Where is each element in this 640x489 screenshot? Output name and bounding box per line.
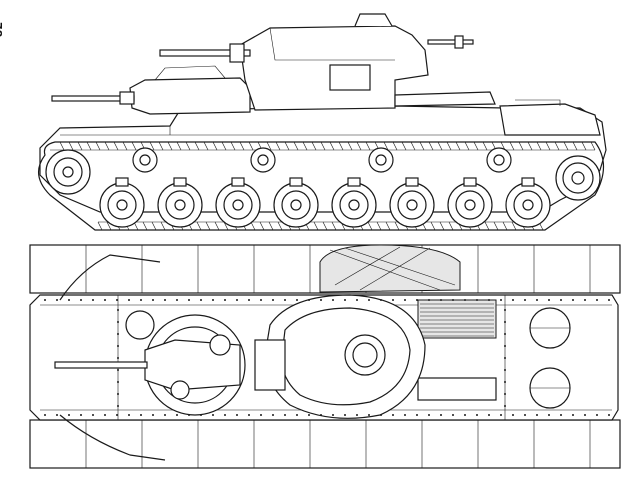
- side-view: [38, 13, 607, 231]
- road-wheel: [447, 177, 493, 228]
- turret-machine-gun: [427, 39, 474, 45]
- track-top-right: [29, 419, 621, 469]
- rear-hatch-panel: [417, 377, 497, 401]
- track-cover-box: [394, 91, 496, 107]
- tow-cable-left: [59, 254, 161, 301]
- idler-wheel: [45, 149, 91, 195]
- main-turret-top: [254, 294, 426, 419]
- front-turret-side: [129, 77, 251, 115]
- return-roller: [486, 147, 512, 173]
- return-roller: [132, 147, 158, 173]
- hull-rivets: [44, 299, 610, 416]
- road-wheel: [331, 177, 377, 228]
- drive-sprocket: [555, 155, 601, 201]
- front-turret-top: [125, 310, 246, 416]
- return-roller: [368, 147, 394, 173]
- grille-slats: [420, 303, 494, 337]
- front-turret-gun-top: [54, 361, 148, 369]
- track-outline: [38, 141, 605, 231]
- road-wheel: [157, 177, 203, 228]
- top-view: [29, 244, 621, 469]
- engine-deck: [499, 103, 601, 136]
- road-wheel: [99, 177, 145, 228]
- road-wheel: [215, 177, 261, 228]
- tarp-bundle: [319, 244, 461, 293]
- road-wheels: [99, 177, 551, 228]
- return-roller: [250, 147, 276, 173]
- road-wheel: [505, 177, 551, 228]
- driver-hatch: [125, 310, 155, 340]
- road-wheel: [273, 177, 319, 228]
- main-turret-gun: [159, 49, 251, 57]
- return-rollers: [132, 147, 512, 173]
- tow-cable-right: [59, 414, 166, 461]
- road-wheel: [389, 177, 435, 228]
- track-links: [59, 141, 596, 231]
- engine-grille: [417, 299, 497, 339]
- commander-cupola: [344, 334, 386, 376]
